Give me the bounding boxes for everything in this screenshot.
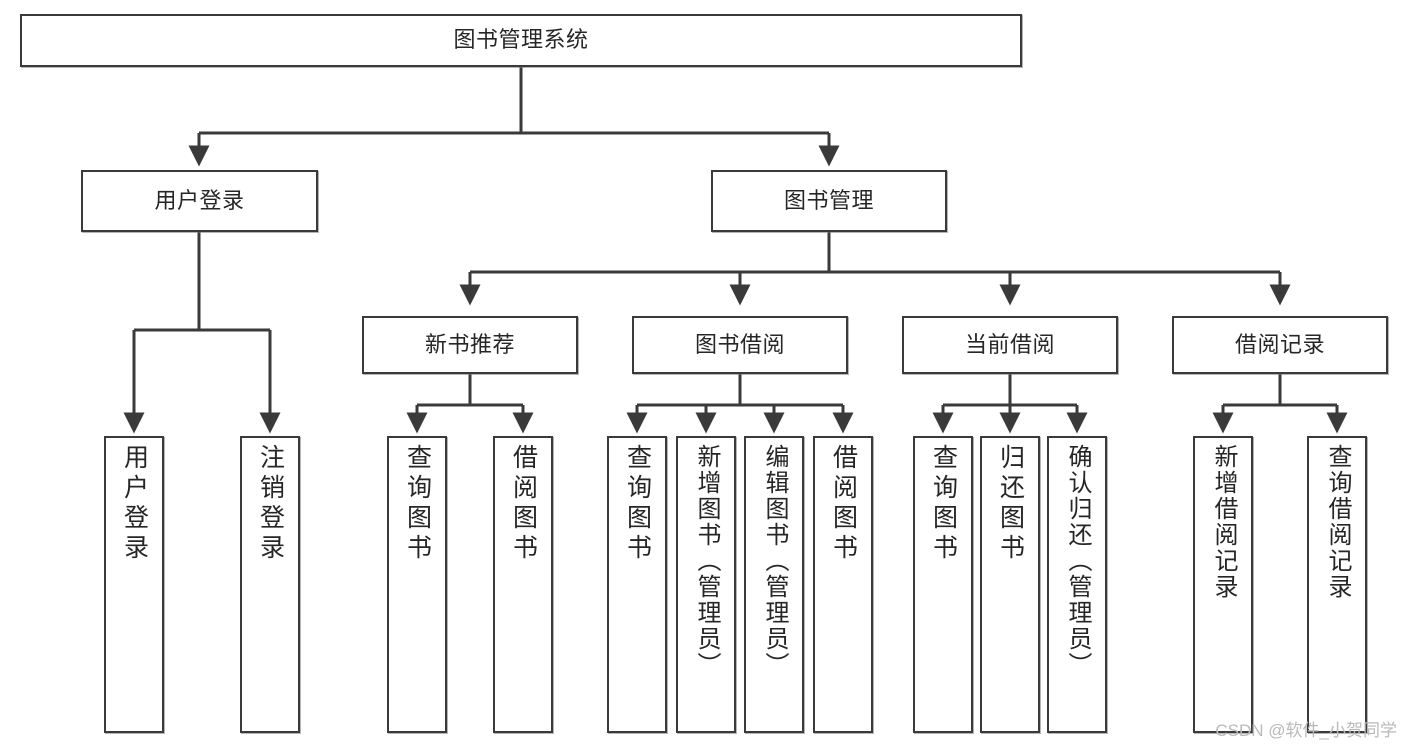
leaf-query-record-label: 查询借阅记录 <box>1324 444 1351 600</box>
node-borrow-record-label: 借阅记录 <box>1234 331 1325 357</box>
node-root-label: 图书管理系统 <box>453 27 589 53</box>
leaf-user-login-label: 用户登录 <box>120 444 149 564</box>
node-book-manage-label: 图书管理 <box>783 187 874 213</box>
leaf-borrow-book-2-label: 借阅图书 <box>829 444 858 564</box>
leaf-edit-book[interactable]: 编辑图书（管理员） <box>744 436 804 733</box>
leaf-query-book-3-label: 查询图书 <box>929 444 958 564</box>
leaf-user-login[interactable]: 用户登录 <box>104 436 164 733</box>
leaf-user-logout[interactable]: 注销登录 <box>240 436 300 733</box>
node-root[interactable]: 图书管理系统 <box>20 14 1022 67</box>
leaf-query-book-1[interactable]: 查询图书 <box>387 436 447 733</box>
leaf-query-record[interactable]: 查询借阅记录 <box>1307 436 1367 733</box>
node-borrow-record[interactable]: 借阅记录 <box>1172 316 1388 374</box>
leaf-return-book-label: 归还图书 <box>996 444 1025 564</box>
leaf-add-book-label: 新增图书（管理员） <box>693 444 720 678</box>
leaf-query-book-2[interactable]: 查询图书 <box>607 436 667 733</box>
leaf-edit-book-label: 编辑图书（管理员） <box>761 444 788 678</box>
leaf-borrow-book-2[interactable]: 借阅图书 <box>813 436 873 733</box>
node-book-manage[interactable]: 图书管理 <box>711 170 947 232</box>
node-book-borrow-label: 图书借阅 <box>694 331 785 357</box>
watermark-text: CSDN @软件_小贺同学 <box>1215 721 1397 740</box>
leaf-query-book-1-label: 查询图书 <box>403 444 432 564</box>
leaf-add-book[interactable]: 新增图书（管理员） <box>676 436 736 733</box>
leaf-borrow-book-1-label: 借阅图书 <box>509 444 538 564</box>
node-current-borrow[interactable]: 当前借阅 <box>902 316 1118 374</box>
node-new-book-recommend[interactable]: 新书推荐 <box>362 316 578 374</box>
leaf-confirm-return-label: 确认归还（管理员） <box>1064 444 1091 678</box>
node-current-borrow-label: 当前借阅 <box>964 331 1055 357</box>
leaf-return-book[interactable]: 归还图书 <box>980 436 1040 733</box>
node-book-borrow[interactable]: 图书借阅 <box>632 316 848 374</box>
leaf-add-record[interactable]: 新增借阅记录 <box>1193 436 1253 733</box>
node-user-login[interactable]: 用户登录 <box>81 170 318 232</box>
leaf-add-record-label: 新增借阅记录 <box>1210 444 1237 600</box>
leaf-query-book-3[interactable]: 查询图书 <box>913 436 973 733</box>
leaf-confirm-return[interactable]: 确认归还（管理员） <box>1047 436 1107 733</box>
node-new-book-recommend-label: 新书推荐 <box>424 331 515 357</box>
leaf-query-book-2-label: 查询图书 <box>623 444 652 564</box>
leaf-user-logout-label: 注销登录 <box>256 444 285 564</box>
leaf-borrow-book-1[interactable]: 借阅图书 <box>493 436 553 733</box>
node-user-login-label: 用户登录 <box>154 187 245 213</box>
